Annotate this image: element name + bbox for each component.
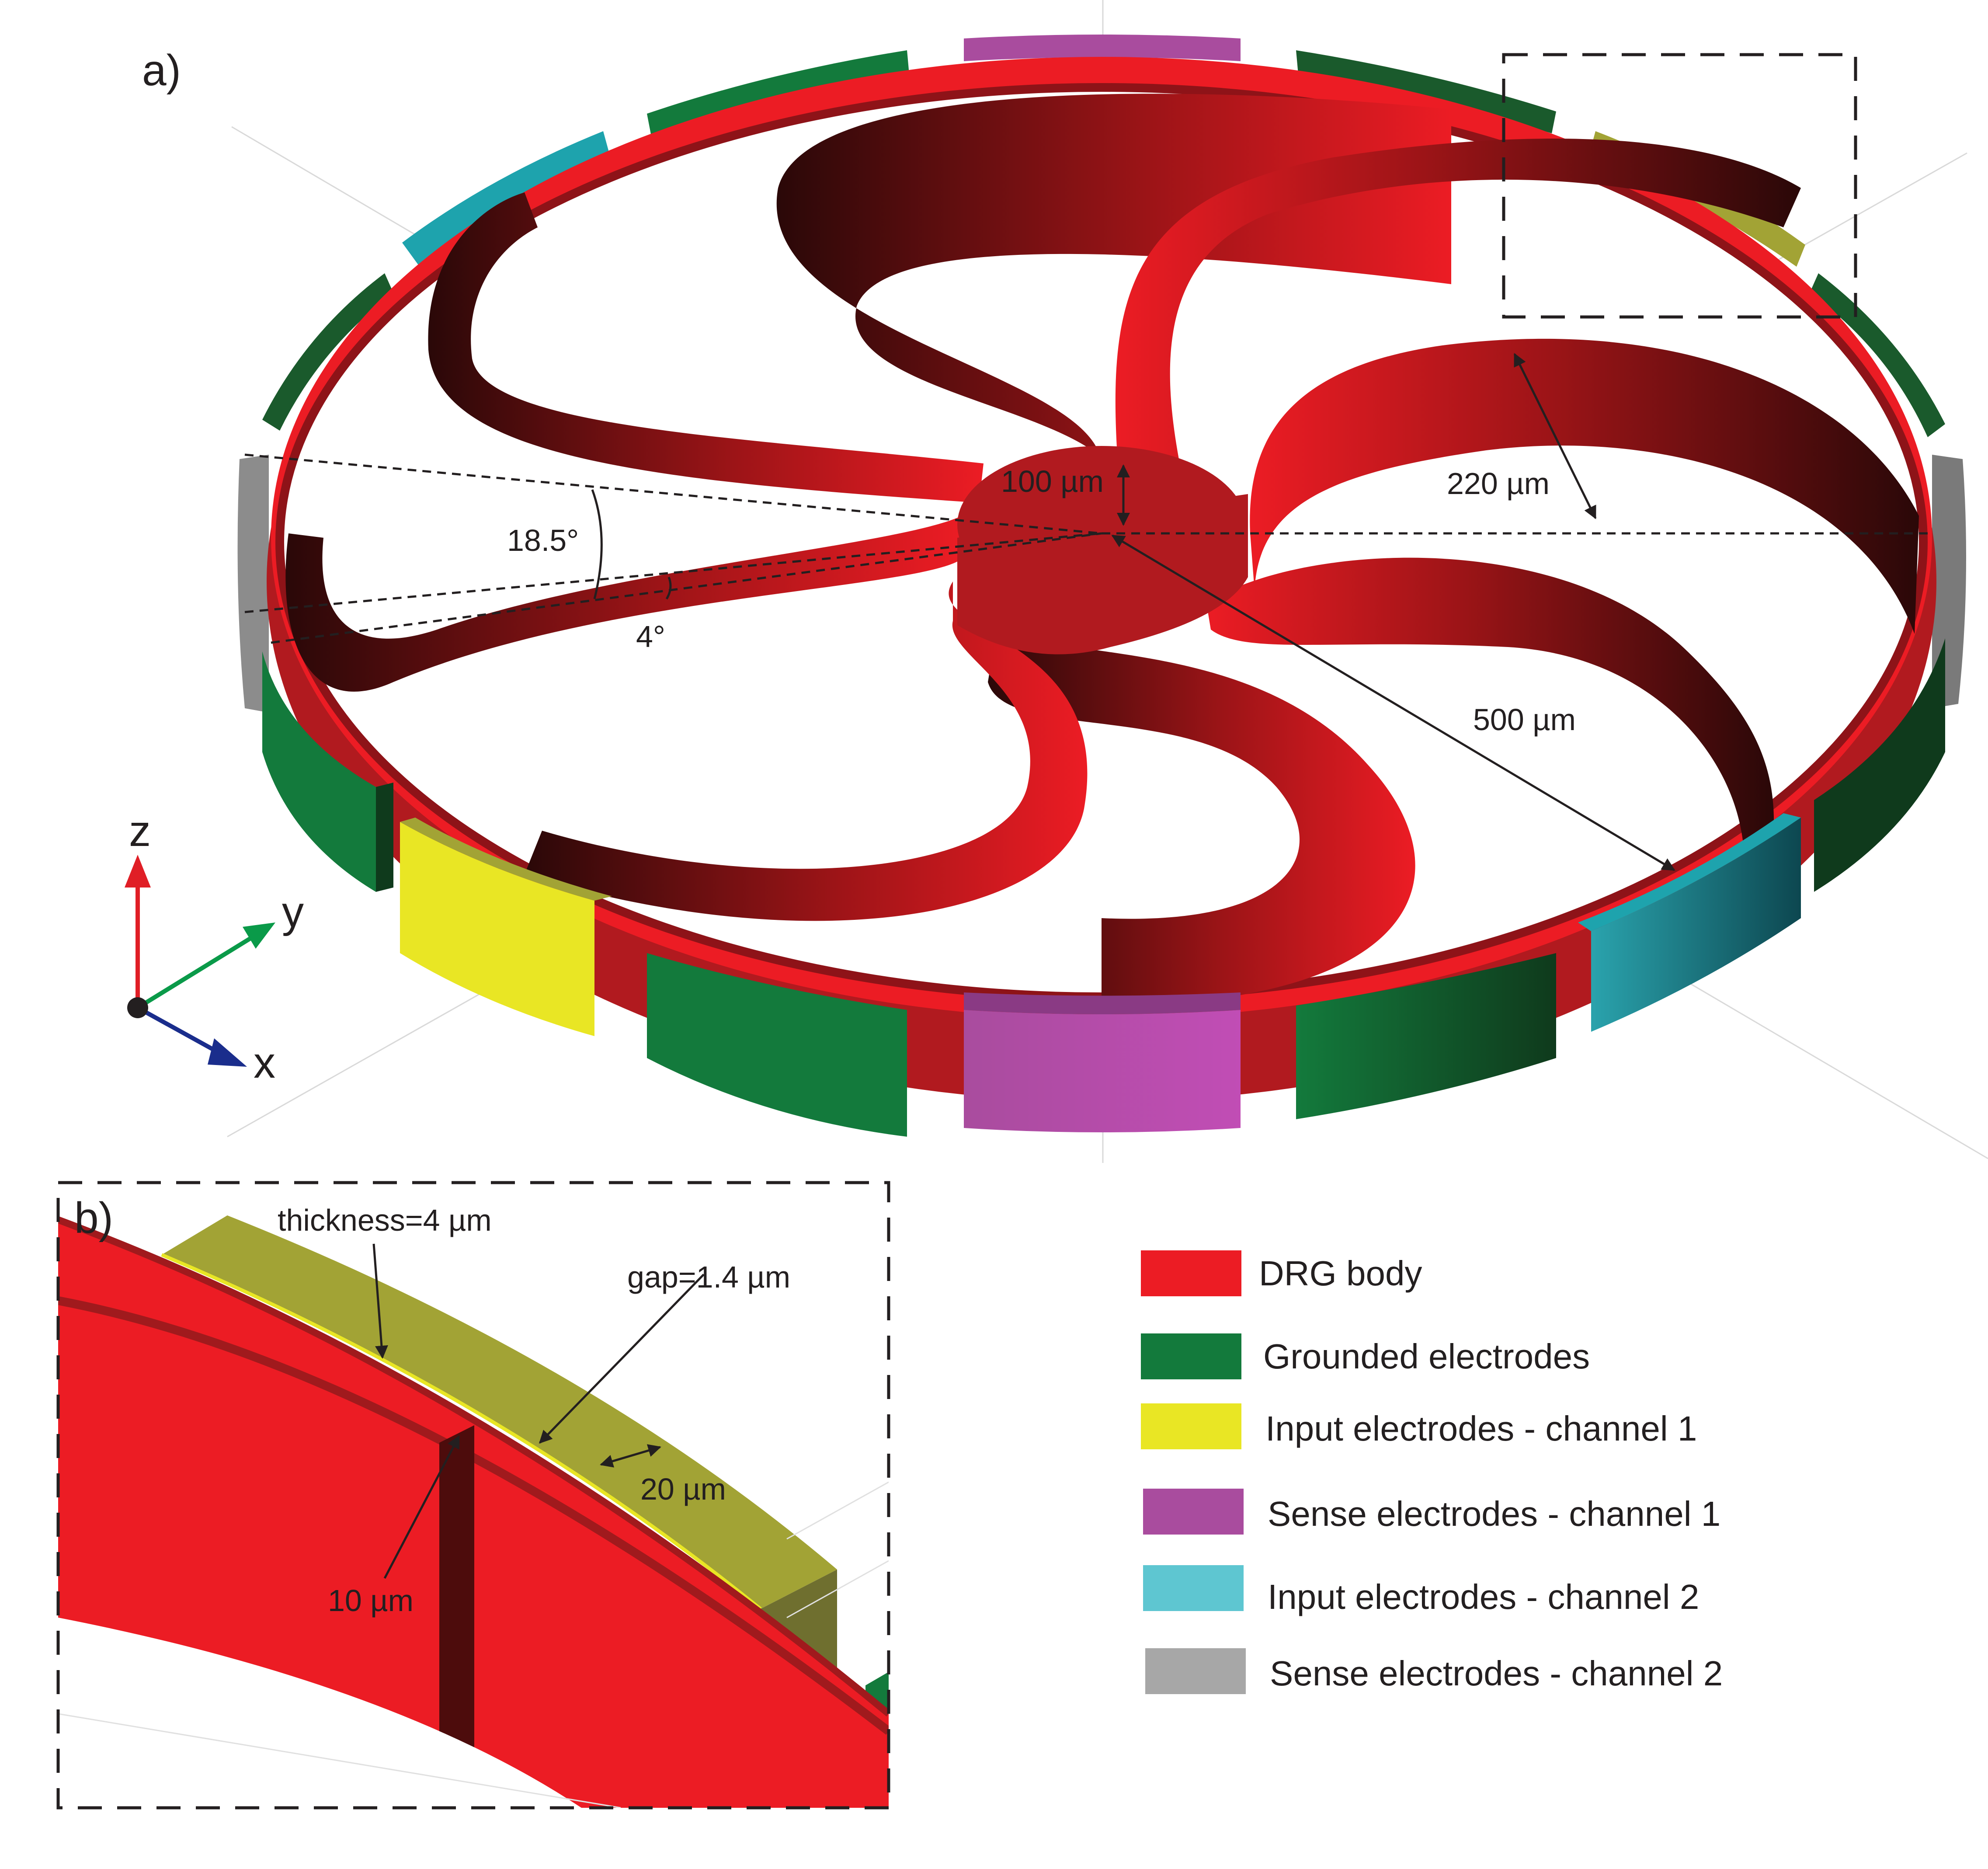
electrode-top-purple: [964, 35, 1241, 61]
legend-label-grounded: Grounded electrodes: [1263, 1337, 1590, 1376]
electrode-top-green-right: [1296, 50, 1556, 133]
legend-item-drg-body: DRG body: [1141, 1250, 1422, 1296]
panel-b-label: b): [74, 1194, 113, 1243]
electrode-right-green-upper: [1810, 273, 1945, 437]
axis-z-label: z: [129, 807, 151, 856]
electrode-front-purple: [964, 1010, 1241, 1132]
spoke-left: [285, 516, 966, 692]
axis-y-label: y: [282, 888, 304, 936]
spoke-bottom-left: [525, 581, 1088, 921]
legend-swatch-drg-body: [1141, 1250, 1241, 1296]
electrode-front-right-green: [1814, 638, 1945, 892]
axis-z-arrow: [125, 855, 151, 888]
spoke-top-left: [428, 192, 984, 503]
spoke-top-right: [1115, 138, 1801, 507]
legend-label-input2: Input electrodes - channel 2: [1268, 1577, 1699, 1616]
electrode-left-green-upper: [262, 273, 393, 431]
electrode-front-left-green-dark: [376, 783, 393, 892]
axis-x-arrow: [208, 1038, 247, 1067]
inset-electrode-top: [162, 1215, 837, 1609]
electrode-front-left-green: [262, 651, 376, 892]
dashed-line-1: [244, 453, 1102, 535]
electrode-front-cyan: [1591, 818, 1801, 1032]
dimension-lines: [244, 353, 1932, 871]
panel-b: b) thickness=4 µm gap=1.4 µm 20 µm 10 µm: [56, 1181, 890, 1810]
legend-item-grounded: Grounded electrodes: [1141, 1333, 1590, 1379]
legend-label-drg-body: DRG body: [1259, 1254, 1422, 1293]
inset-frame: [56, 1181, 890, 1810]
electrode-left-gray: [237, 455, 269, 713]
radius-arrow: [1111, 534, 1675, 871]
panel-a: a): [125, 0, 1988, 1163]
legend-item-input1: Input electrodes - channel 1: [1141, 1403, 1697, 1449]
axis-triad: [125, 855, 275, 1067]
legend-item-sense2: Sense electrodes - channel 2: [1145, 1648, 1723, 1694]
dim-hub-height: 100 µm: [1001, 464, 1104, 498]
inset-width-10: 10 µm: [328, 1584, 414, 1618]
axis-origin: [127, 997, 148, 1018]
dim-ring-spacing: 220 µm: [1447, 466, 1550, 501]
axis-y-arrow: [243, 922, 275, 949]
legend-item-input2: Input electrodes - channel 2: [1143, 1565, 1699, 1616]
inset-thickness: thickness=4 µm: [278, 1203, 492, 1237]
side-electrodes: [237, 455, 1966, 713]
front-electrodes: [262, 638, 1945, 1137]
inset-width-20: 20 µm: [640, 1472, 726, 1506]
axis-x-label: x: [254, 1038, 275, 1087]
dim-tilt-angle: 18.5°: [507, 523, 579, 557]
electrode-front-purple-top: [964, 992, 1241, 1014]
inset-bottom-edge: [58, 1618, 581, 1808]
electrode-right-gray: [1932, 455, 1966, 708]
electrode-top-cyan: [402, 131, 610, 267]
electrode-front-cyan-top: [1578, 813, 1801, 931]
legend-item-sense1: Sense electrodes - channel 1: [1143, 1489, 1720, 1535]
dashed-line-3: [271, 532, 1102, 644]
legend-label-sense1: Sense electrodes - channel 1: [1268, 1494, 1720, 1533]
electrode-front-yellow-top: [400, 818, 612, 901]
legend-swatch-grounded: [1141, 1333, 1241, 1379]
inset-dark-stripe-1: [58, 1216, 889, 1717]
spoke-bottom: [988, 603, 1415, 1006]
legend-label-sense2: Sense electrodes - channel 2: [1270, 1654, 1723, 1693]
inset-gap: gap=1.4 µm: [627, 1260, 790, 1294]
legend-swatch-input1: [1141, 1403, 1241, 1449]
legend-swatch-sense1: [1143, 1489, 1244, 1535]
inset-arrows: [372, 1243, 705, 1579]
legend-swatch-sense2: [1145, 1648, 1246, 1694]
angle-arc-4: [665, 577, 672, 600]
electrode-front-green-mid: [647, 953, 907, 1137]
inset-yellow-gap: [161, 1253, 762, 1611]
legend-label-input1: Input electrodes - channel 1: [1265, 1409, 1697, 1448]
angle-arc-18: [591, 489, 603, 599]
ring-spacing-arrow: [1513, 353, 1597, 519]
spoke-right: [1250, 338, 1919, 634]
dim-radius: 500 µm: [1473, 703, 1576, 737]
legend: DRG body Grounded electrodes Input elect…: [1141, 1250, 1723, 1694]
legend-swatch-input2: [1143, 1565, 1244, 1611]
inset-slot: [439, 1425, 474, 1766]
electrode-front-green-right: [1296, 953, 1556, 1119]
dashed-line-2: [244, 532, 1102, 613]
panel-a-label: a): [142, 46, 181, 95]
zoom-box: [1502, 53, 1857, 319]
electrode-front-yellow: [400, 822, 594, 1036]
dim-small-angle: 4°: [636, 620, 665, 654]
